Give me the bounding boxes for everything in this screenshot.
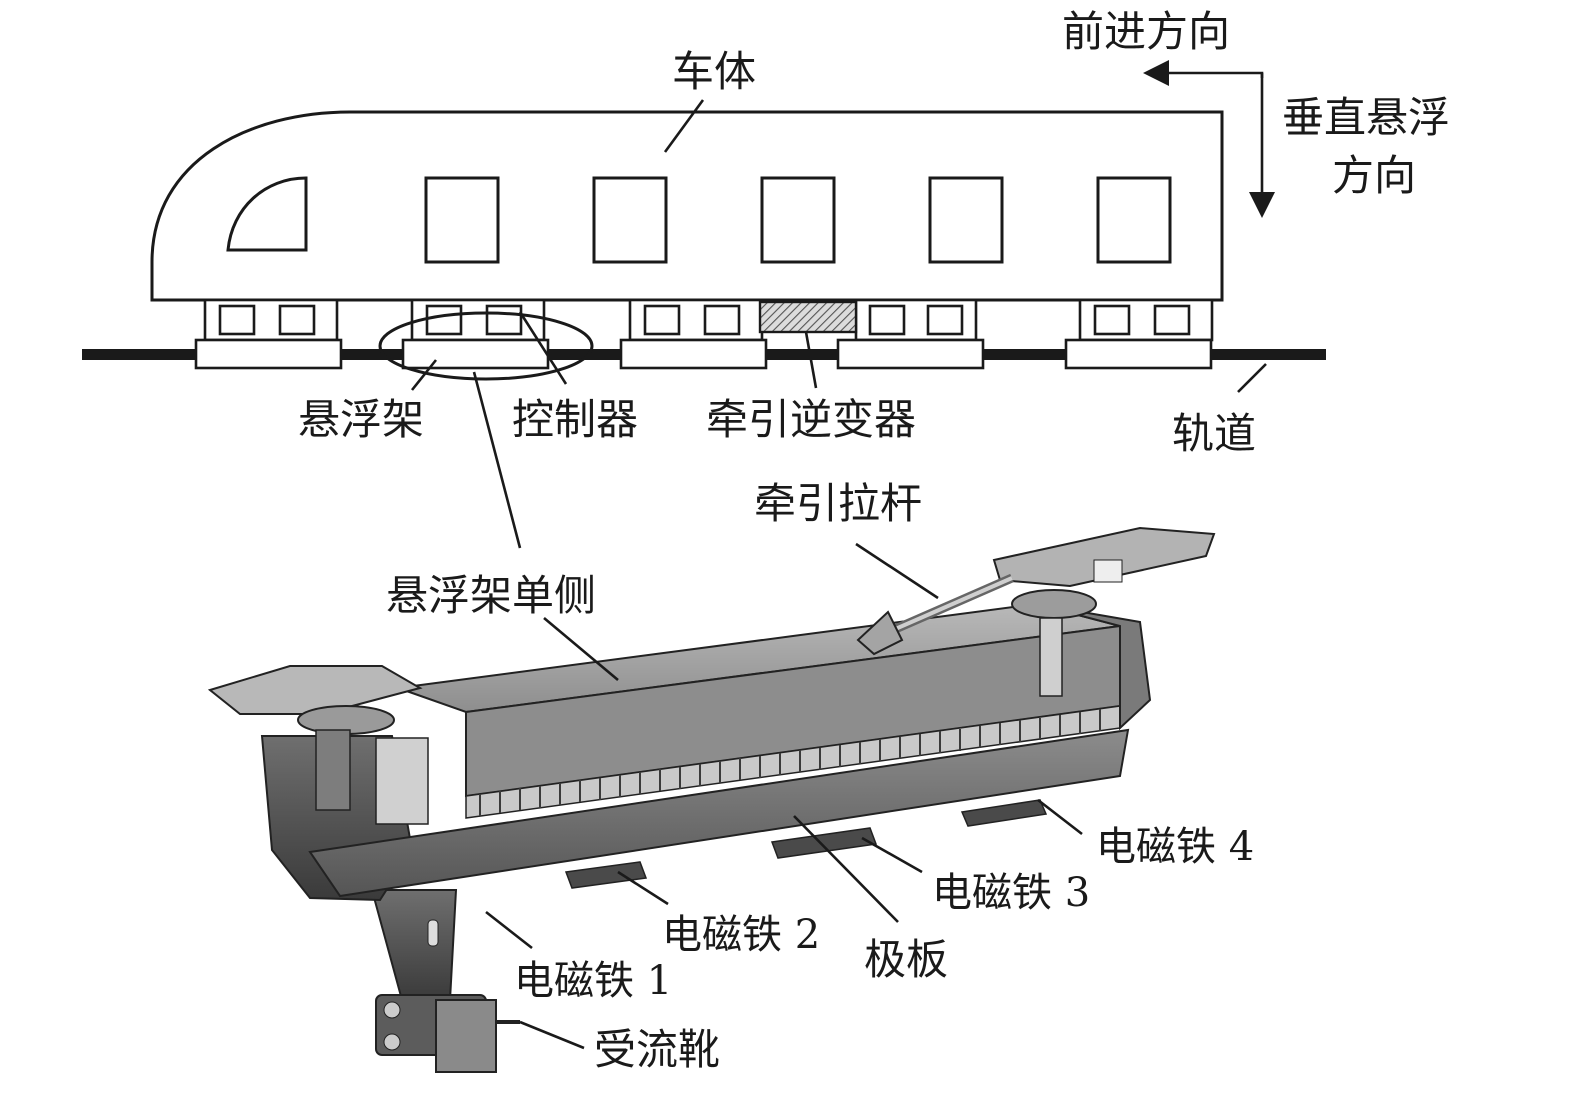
levitation-module [1064,298,1214,370]
current-collector-assembly [370,889,520,1073]
label-controller: 控制器 [512,395,638,444]
top-leader-lines [410,99,1267,549]
levitation-module [401,298,550,370]
traction-rod-part [856,573,1014,656]
window [1096,176,1172,264]
label-frame-single-side: 悬浮架单侧 [386,571,596,620]
label-pole-plate: 极板 [864,935,948,984]
label-electromagnet-3: 电磁铁 3 [932,870,1090,916]
label-traction-inverter: 牵引逆变器 [706,395,916,444]
label-levitation-frame: 悬浮架 [298,395,424,444]
coil-teeth [479,709,1101,816]
label-track: 轨道 [1172,409,1256,458]
forward-arrow [1143,60,1264,86]
label-traction-rod: 牵引拉杆 [754,479,922,528]
bottom-leader-lines [485,542,1083,1050]
window [592,176,668,264]
label-car-body: 车体 [672,47,756,96]
levitation-module [619,298,768,370]
label-electromagnet-4: 电磁铁 4 [1096,824,1254,870]
levitation-module [194,298,343,370]
electromagnet-pads [564,799,1048,889]
direction-arrows [1143,60,1275,218]
window-group [226,176,1172,264]
window [760,176,836,264]
label-electromagnet-2: 电磁铁 2 [662,912,820,958]
lower-rail [308,728,1130,898]
levitation-modules [194,298,1214,370]
frame-highlight-ellipse [378,311,594,381]
labels: 车体 前进方向 垂直悬浮 方向 悬浮架 控制器 牵引逆变器 轨道 牵引拉杆 悬浮… [298,7,1450,1074]
levitation-frame-render [207,526,1216,1073]
car-body-outline [150,110,1224,302]
left-air-spring [207,665,429,825]
label-vertical-levitation-2: 方向 [1332,151,1416,200]
levitation-module [836,298,985,370]
window [424,176,500,264]
label-current-collector-shoe: 受流靴 [594,1025,720,1074]
window [928,176,1004,264]
train-schematic [82,60,1326,549]
right-air-spring [992,526,1216,731]
label-electromagnet-1: 电磁铁 1 [514,958,672,1004]
label-vertical-levitation-1: 垂直悬浮 [1282,93,1450,142]
front-window [226,176,308,252]
traction-inverter-box [758,300,858,334]
label-forward-direction: 前进方向 [1062,7,1230,56]
